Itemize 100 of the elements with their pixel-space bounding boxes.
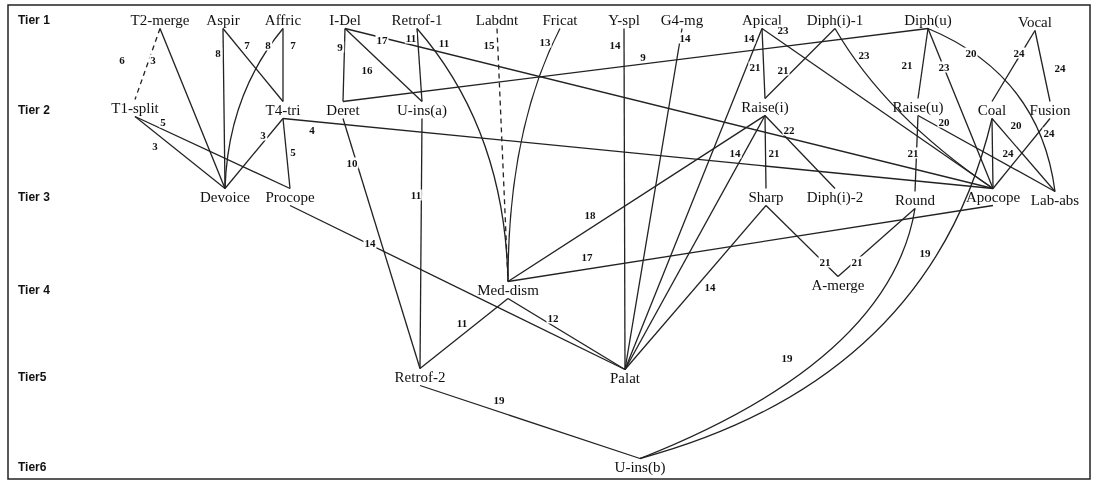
edge-label: 10 (345, 157, 359, 169)
connector-line (419, 297, 509, 370)
edge-label: 20 (937, 116, 951, 128)
stage-label: Diph(i)-2 (806, 188, 864, 206)
stage-label: Fricat (542, 11, 578, 29)
edge-label: 3 (259, 129, 267, 141)
edge-label: 23 (776, 24, 790, 36)
connector-line (224, 117, 284, 190)
edge-label: 5 (289, 146, 297, 158)
stage-label: Coal (977, 101, 1007, 119)
edge-label: 11 (455, 317, 469, 329)
stage-label: Procope (265, 188, 315, 206)
edge-label: 15 (482, 39, 496, 51)
connector-line (837, 207, 916, 278)
stage-label: A-merge (811, 276, 865, 294)
edge-label: 21 (748, 61, 762, 73)
connector-line (344, 27, 423, 103)
edge-label: 21 (776, 64, 790, 76)
connector-line (927, 27, 994, 190)
edge-label: 13 (538, 36, 552, 48)
connector-line (623, 27, 626, 371)
edge-label: 20 (964, 47, 978, 59)
edge-label: 17 (580, 251, 594, 263)
stage-label: Med-dism (477, 281, 539, 299)
edge-label: 4 (308, 124, 316, 136)
stage-label: Diph(u) (904, 11, 952, 29)
stage-label: Y-spl (608, 11, 640, 29)
stage-label: T2-merge (130, 11, 190, 29)
edge-label: 24 (1053, 62, 1067, 74)
stage-label: Retrof-1 (391, 11, 443, 29)
connector-line (917, 27, 929, 100)
connector-line (282, 27, 284, 103)
tier-label: Tier5 (18, 370, 47, 384)
tier-label: Tier 1 (18, 13, 50, 27)
connector-line (507, 114, 766, 283)
edge-label: 14 (608, 39, 622, 51)
edge-label: 24 (1012, 47, 1026, 59)
edge-label: 17 (375, 34, 389, 46)
connector-line (507, 204, 994, 283)
connector-line (1034, 29, 1051, 103)
connector-line (419, 384, 641, 460)
edge-label: 3 (151, 140, 159, 152)
edge-label: 24 (1001, 147, 1015, 159)
stage-label: Fusion (1029, 101, 1071, 119)
edge-label: 24 (1042, 127, 1056, 139)
connector-line (134, 115, 291, 190)
connector-line (917, 114, 1056, 193)
connector-line (134, 115, 226, 190)
edge-label: 5 (159, 116, 167, 128)
connector-line (507, 27, 561, 283)
tier-label: Tier6 (18, 460, 47, 474)
stage-label: Raise(u) (892, 98, 944, 116)
stage-label: Palat (610, 369, 640, 387)
connector-line (765, 204, 839, 278)
edge-label: 11 (409, 189, 423, 201)
stage-label: Aspir (206, 11, 240, 29)
connector-line (507, 297, 626, 371)
edge-label: 16 (360, 64, 374, 76)
connector-line (927, 27, 1056, 193)
edge-label: 11 (404, 32, 418, 44)
connector-line (624, 204, 767, 371)
stage-label: I-Del (329, 11, 361, 29)
stage-label: Diph(i)-1 (806, 11, 864, 29)
connector-line (764, 114, 836, 190)
stage-label: U-ins(a) (397, 101, 447, 119)
edge-label: 21 (818, 256, 832, 268)
connector-line (282, 117, 291, 190)
stage-label: Round (895, 191, 935, 209)
stage-label: Deret (326, 101, 360, 119)
edge-label: 12 (546, 312, 560, 324)
connector-line (991, 29, 1036, 103)
edge-label: 6 (118, 54, 126, 66)
stage-label: Raise(i) (741, 98, 789, 116)
connector-line (991, 117, 994, 190)
edge-label: 19 (918, 247, 932, 259)
stage-label: Affric (264, 11, 302, 29)
edge-label: 14 (728, 147, 742, 159)
stage-label: T1-split (111, 99, 159, 117)
stage-label: Devoice (200, 188, 250, 206)
edge-label: 8 (264, 39, 272, 51)
connector-line (834, 27, 994, 190)
edge-label: 14 (742, 32, 756, 44)
tier-label: Tier 4 (18, 283, 50, 297)
edge-label: 3 (149, 54, 157, 66)
edge-label: 14 (363, 237, 377, 249)
connector-line (282, 117, 994, 190)
connector-line (342, 117, 421, 370)
stage-label: Apocope (965, 188, 1021, 206)
edge-label: 20 (1009, 119, 1023, 131)
connector-line (416, 27, 423, 103)
edge-label: 21 (850, 256, 864, 268)
connector-line (764, 27, 836, 100)
stage-label: T4-tri (265, 101, 301, 119)
edge-label: 23 (937, 61, 951, 73)
edge-label: 21 (906, 147, 920, 159)
connector-line (222, 27, 284, 103)
edge-label: 11 (437, 37, 451, 49)
edge-label: 9 (336, 41, 344, 53)
edge-label: 14 (703, 281, 717, 293)
edge-label: 22 (782, 124, 796, 136)
